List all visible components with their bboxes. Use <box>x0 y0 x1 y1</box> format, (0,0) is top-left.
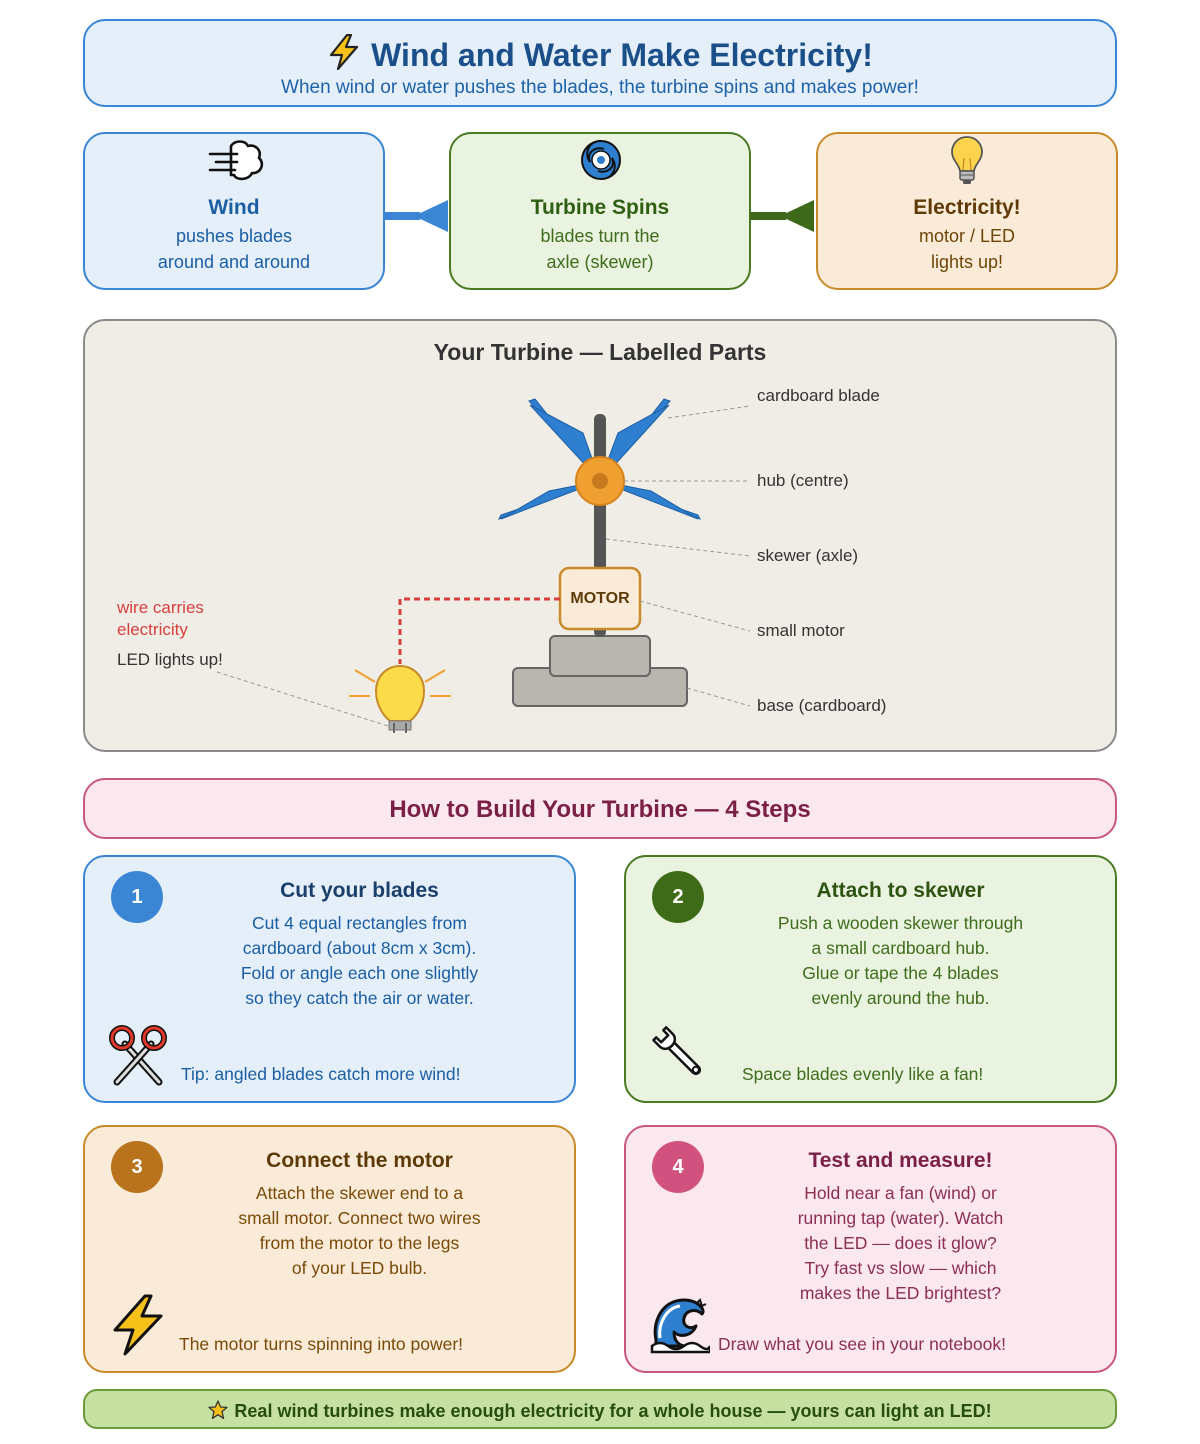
scissors-icon <box>109 1025 167 1086</box>
step-number-badge: 3 <box>111 1141 163 1193</box>
flow-arrow-turbine-to-wind <box>384 200 448 232</box>
step-line: Try fast vs slow — which <box>804 1258 997 1278</box>
step-line: Hold near a fan (wind) or <box>804 1183 997 1203</box>
label-skewer: skewer (axle) <box>757 546 859 565</box>
label-wire-line-2: electricity <box>117 620 188 639</box>
star-icon <box>208 1400 229 1420</box>
turbine-step-card: Turbine Spins blades turn the axle (skew… <box>449 132 751 290</box>
subtitle: When wind or water pushes the blades, th… <box>281 77 919 98</box>
led-bulb <box>349 664 451 733</box>
electricity-step-card: Electricity! motor / LED lights up! <box>816 132 1118 290</box>
step-number-badge: 2 <box>652 871 704 923</box>
fun-fact-text: Real wind turbines make enough electrici… <box>234 1401 992 1421</box>
wrench-icon <box>652 1026 702 1076</box>
fun-fact: Real wind turbines make enough electrici… <box>85 1400 1115 1422</box>
step-card-4: 4 Test and measure! Hold near a fan (win… <box>624 1125 1117 1373</box>
step-line: the LED — does it glow? <box>804 1233 997 1253</box>
label-small-motor: small motor <box>757 621 845 640</box>
electricity-line-2: lights up! <box>930 252 1004 272</box>
label-hub: hub (centre) <box>757 471 849 490</box>
step-line: of your LED bulb. <box>291 1258 428 1278</box>
page-title: Wind and Water Make Electricity! <box>85 34 1115 74</box>
step-title: Cut your blades <box>280 879 439 902</box>
label-led: LED lights up! <box>117 650 223 669</box>
base-top-block <box>549 635 651 677</box>
step-line: small motor. Connect two wires <box>238 1208 481 1228</box>
step-card-2: 2 Attach to skewer Push a wooden skewer … <box>624 855 1117 1103</box>
label-wire-line-1: wire carries <box>117 598 204 617</box>
flow-arrow-electricity-to-turbine <box>750 200 814 232</box>
fun-fact-banner: Real wind turbines make enough electrici… <box>83 1389 1117 1429</box>
wind-step-card: Wind pushes blades around and around <box>83 132 385 290</box>
hub-centre <box>592 473 608 489</box>
step-card-3: 3 Connect the motor Attach the skewer en… <box>83 1125 576 1373</box>
lightning-icon <box>113 1294 163 1356</box>
water-wave-icon <box>650 1298 710 1354</box>
electricity-line-1: motor / LED <box>918 226 1016 246</box>
electricity-title: Electricity! <box>913 196 1021 219</box>
step-line: from the motor to the legs <box>259 1233 460 1253</box>
title-text: Wind and Water Make Electricity! <box>371 37 873 73</box>
build-title: How to Build Your Turbine — 4 Steps <box>389 796 811 823</box>
step-title: Connect the motor <box>266 1149 453 1172</box>
step-line: a small cardboard hub. <box>811 938 990 958</box>
turbine-line-1: blades turn the <box>540 226 660 246</box>
step-body: Push a wooden skewer through a small car… <box>686 911 1115 1011</box>
step-line: Attach the skewer end to a <box>255 1183 464 1203</box>
step-line: Push a wooden skewer through <box>777 913 1024 933</box>
label-base: base (cardboard) <box>757 696 887 715</box>
leader-lines <box>216 405 751 727</box>
lightning-icon <box>330 34 359 70</box>
wind-line-1: pushes blades <box>175 226 293 246</box>
step-title: Attach to skewer <box>816 879 985 902</box>
build-steps-banner: How to Build Your Turbine — 4 Steps <box>83 778 1117 839</box>
step-line: Cut 4 equal rectangles from <box>252 913 467 933</box>
step-line: running tap (water). Watch <box>797 1208 1004 1228</box>
step-tip: Space blades evenly like a fan! <box>742 1064 984 1084</box>
step-body: Cut 4 equal rectangles from cardboard (a… <box>145 911 574 1011</box>
turbine-diagram: MOTOR <box>216 398 751 733</box>
motor-text: MOTOR <box>570 590 630 607</box>
step-line: makes the LED brightest? <box>799 1283 1002 1303</box>
blades <box>497 398 702 520</box>
wind-line-2: around and around <box>157 252 311 272</box>
turbine-title: Turbine Spins <box>530 196 670 219</box>
step-body: Attach the skewer end to a small motor. … <box>145 1181 574 1281</box>
step-line: Glue or tape the 4 blades <box>802 963 999 983</box>
step-title: Test and measure! <box>808 1149 993 1172</box>
step-line: Fold or angle each one slightly <box>240 963 479 983</box>
cyclone-icon <box>581 140 621 180</box>
step-line: evenly around the hub. <box>811 988 990 1008</box>
wire <box>398 597 560 664</box>
light-bulb-icon <box>951 136 983 184</box>
label-cardboard-blade: cardboard blade <box>757 386 880 405</box>
diagram-title: Your Turbine — Labelled Parts <box>433 339 767 365</box>
step-tip: The motor turns spinning into power! <box>179 1334 464 1354</box>
step-line: so they catch the air or water. <box>245 988 474 1008</box>
step-tip: Draw what you see in your notebook! <box>718 1334 1006 1354</box>
title-banner: Wind and Water Make Electricity! When wi… <box>83 19 1117 107</box>
wind-title: Wind <box>208 196 260 219</box>
step-number-badge: 1 <box>111 871 163 923</box>
step-body: Hold near a fan (wind) or running tap (w… <box>686 1181 1115 1306</box>
step-card-1: 1 Cut your blades Cut 4 equal rectangles… <box>83 855 576 1103</box>
wind-puff-icon <box>208 140 264 181</box>
step-tip: Tip: angled blades catch more wind! <box>181 1064 461 1084</box>
step-line: cardboard (about 8cm x 3cm). <box>242 938 477 958</box>
turbine-line-2: axle (skewer) <box>546 252 654 272</box>
step-number-badge: 4 <box>652 1141 704 1193</box>
